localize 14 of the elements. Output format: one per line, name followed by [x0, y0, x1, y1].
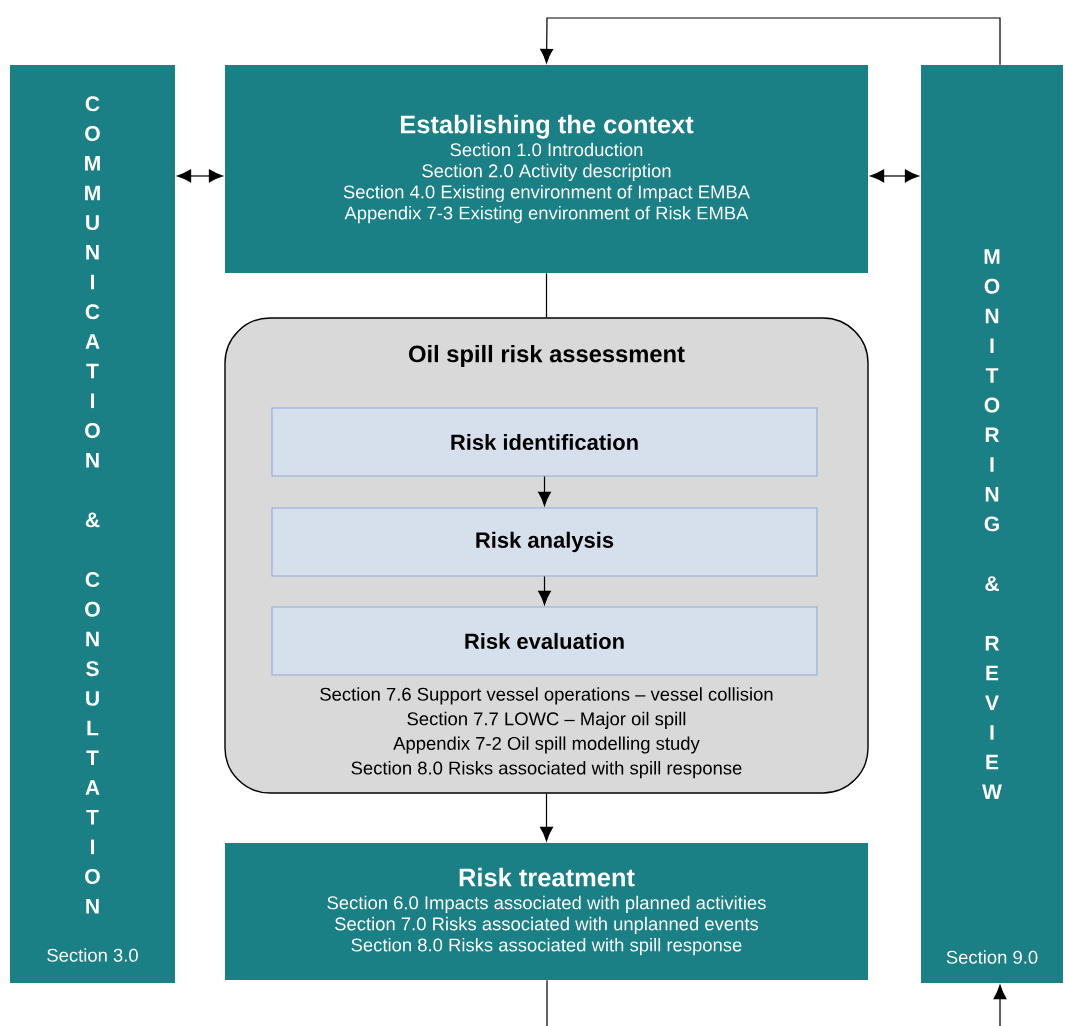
arrow: [540, 17, 1001, 66]
arrow: [540, 793, 553, 842]
column-box: COMMUNICATION & CONSULTATION Section 3.0: [10, 65, 175, 983]
arrow: [546, 979, 1007, 1026]
process-box: Establishing the context Section 1.0 Introduction Section 2.0 Activity description Section 4.0 Existing environment of Impact EMBA Appendix 7-3 Existing environment of Risk EMBA: [225, 65, 868, 273]
process-box: Risk evaluation: [271, 606, 818, 676]
arrow: [176, 169, 224, 183]
arrow: [538, 575, 551, 605]
process-box: Risk identification: [271, 407, 818, 477]
process-box: Risk treatment Section 6.0 Impacts associated with planned activities Section 7.0 Risks associated with unplanned events Section 8.0 Risks associated with spill response: [225, 843, 868, 980]
process-box: Risk analysis: [271, 507, 818, 577]
arrow: [869, 169, 920, 183]
column-box: MONITORING & REVIEW Section 9.0: [921, 65, 1063, 983]
arrow: [538, 475, 551, 506]
